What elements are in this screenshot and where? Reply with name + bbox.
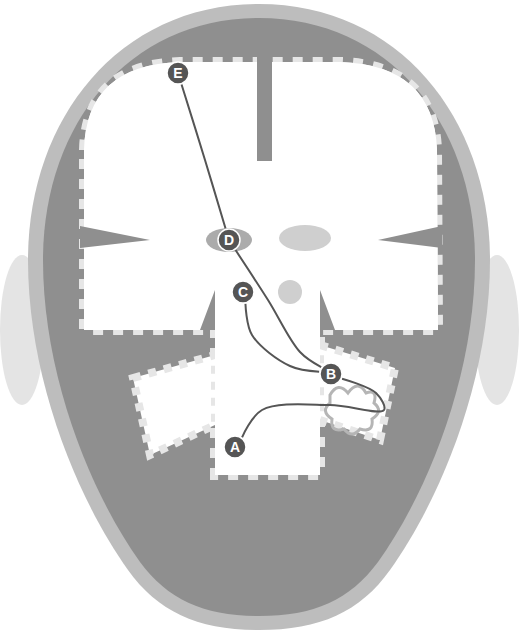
node-circle-shape — [320, 363, 342, 385]
node-letter: A — [223, 435, 247, 459]
longitudinal-fissure — [257, 56, 272, 161]
midbrain-nucleus — [278, 280, 302, 304]
thalamus — [279, 225, 331, 251]
head-outline — [28, 4, 490, 630]
node-circle-shape — [224, 436, 246, 458]
node-circle-shape — [232, 281, 254, 303]
left-notch — [200, 290, 215, 330]
right-lateral-sulcus — [378, 226, 442, 248]
node-letter: B — [319, 362, 343, 386]
right-cerebellum — [320, 345, 395, 440]
left-nucleus — [206, 228, 252, 252]
node-circle-shape — [218, 229, 240, 251]
left-lateral-sulcus — [80, 226, 150, 248]
node-letter: E — [166, 61, 190, 85]
node-circle-shape — [167, 62, 189, 84]
pathway-line — [236, 250, 322, 367]
pathway-node: E — [166, 61, 190, 85]
pathway-line — [245, 304, 319, 372]
node-letter: D — [217, 228, 241, 252]
skull-interior — [43, 18, 475, 616]
node-letter: C — [231, 280, 255, 304]
pathway-line — [182, 84, 226, 228]
pathway-node: C — [231, 280, 255, 304]
left-cerebellum — [133, 355, 215, 455]
pathway-line — [242, 379, 384, 438]
pathway-node: D — [217, 228, 241, 252]
right-notch — [320, 290, 335, 330]
pathway-node: B — [319, 362, 343, 386]
pathway-node: A — [223, 435, 247, 459]
